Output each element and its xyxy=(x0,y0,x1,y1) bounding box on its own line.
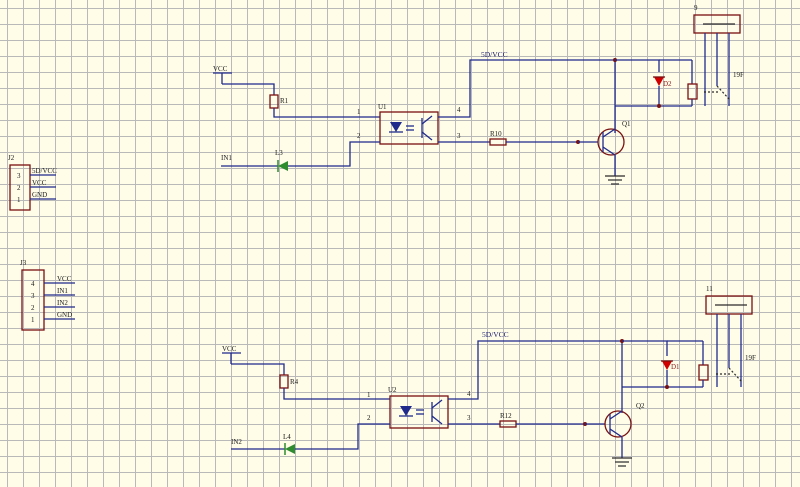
resistor-r4 xyxy=(279,374,289,389)
r12-label: R12 xyxy=(500,412,512,420)
r1-label: R1 xyxy=(280,97,289,105)
pin-label: 4 xyxy=(467,390,471,398)
resistor-r12 xyxy=(499,420,517,428)
relay-coil-bottom xyxy=(698,364,709,381)
flyback-diode-d1: D1 xyxy=(661,360,680,371)
pin-label: 2 xyxy=(367,414,371,422)
pin-label: 2 xyxy=(357,132,361,140)
j3-pin-net: VCC xyxy=(57,275,72,283)
j3-pin-net: GND xyxy=(57,311,72,319)
led-l4: L4 xyxy=(283,433,295,455)
connector-j3-ref: J3 xyxy=(20,259,27,267)
pin-label: 3 xyxy=(457,132,461,140)
u1-label: U1 xyxy=(378,103,387,111)
relay-coil-top xyxy=(687,83,698,100)
relay-ref: 11 xyxy=(706,285,713,293)
q2-label: Q2 xyxy=(636,402,645,410)
net-5v-label: 5D/VCC xyxy=(482,330,509,339)
u2-label: U2 xyxy=(388,386,397,394)
connector-j2-ref: J2 xyxy=(8,154,15,162)
q1-label: Q1 xyxy=(622,120,631,128)
d2-label: D2 xyxy=(663,80,672,88)
j2-pin-net: 5D/VCC xyxy=(32,167,57,175)
led-l3: L3 xyxy=(275,149,288,172)
d1-label: D1 xyxy=(671,363,680,371)
pin-label: 3 xyxy=(467,414,471,422)
r4-label: R4 xyxy=(290,378,299,386)
channel-1: VCC R1 1 U1 4 2 3 5D/VCC xyxy=(213,4,744,185)
pin-label: 1 xyxy=(357,108,361,116)
ground-symbol xyxy=(605,175,625,185)
j3-pin-num: 4 xyxy=(31,280,35,288)
ground-symbol xyxy=(612,457,632,467)
vcc-label: VCC xyxy=(213,65,228,73)
relay-module-9: 9 19F xyxy=(693,4,744,106)
j3-pin-num: 2 xyxy=(31,304,35,312)
relay-tag: 19F xyxy=(733,71,744,79)
transistor-q2: Q2 xyxy=(604,402,645,438)
vcc-label: VCC xyxy=(222,345,237,353)
optocoupler-u1: U1 xyxy=(378,103,439,145)
optocoupler-u2: U2 xyxy=(388,386,449,429)
j2-pin-net: VCC xyxy=(32,179,47,187)
l3-label: L3 xyxy=(275,149,283,157)
channel-2: VCC R4 1 U2 4 2 3 5D/VCC D1 xyxy=(222,285,756,467)
pin-label: 4 xyxy=(457,106,461,114)
connector-j3: J3 4 3 2 1 VCC IN1 IN2 GND xyxy=(20,259,75,331)
j3-pin-num: 1 xyxy=(31,316,35,324)
relay-ref: 9 xyxy=(694,4,698,12)
j2-pin-num: 1 xyxy=(17,196,21,204)
r10-label: R10 xyxy=(490,130,502,138)
resistor-r1 xyxy=(269,94,279,109)
net-5v-label: 5D/VCC xyxy=(481,50,508,59)
connector-j2: J2 3 2 1 5D/VCC VCC GND xyxy=(8,154,57,211)
j3-pin-net: IN2 xyxy=(57,299,68,307)
j3-pin-num: 3 xyxy=(31,292,35,300)
flyback-diode-d2: D2 xyxy=(653,76,672,88)
resistor-r10 xyxy=(489,138,507,146)
j2-pin-net: GND xyxy=(32,191,47,199)
in2-label: IN2 xyxy=(231,438,242,446)
in1-label: IN1 xyxy=(221,154,232,162)
l4-label: L4 xyxy=(283,433,291,441)
j2-pin-num: 2 xyxy=(17,184,21,192)
relay-tag: 19F xyxy=(745,354,756,362)
j2-pin-num: 3 xyxy=(17,172,21,180)
relay-module-11: 11 19F xyxy=(705,285,756,387)
pin-label: 1 xyxy=(367,391,371,399)
transistor-q1: Q1 xyxy=(597,120,631,156)
j3-pin-net: IN1 xyxy=(57,287,68,295)
